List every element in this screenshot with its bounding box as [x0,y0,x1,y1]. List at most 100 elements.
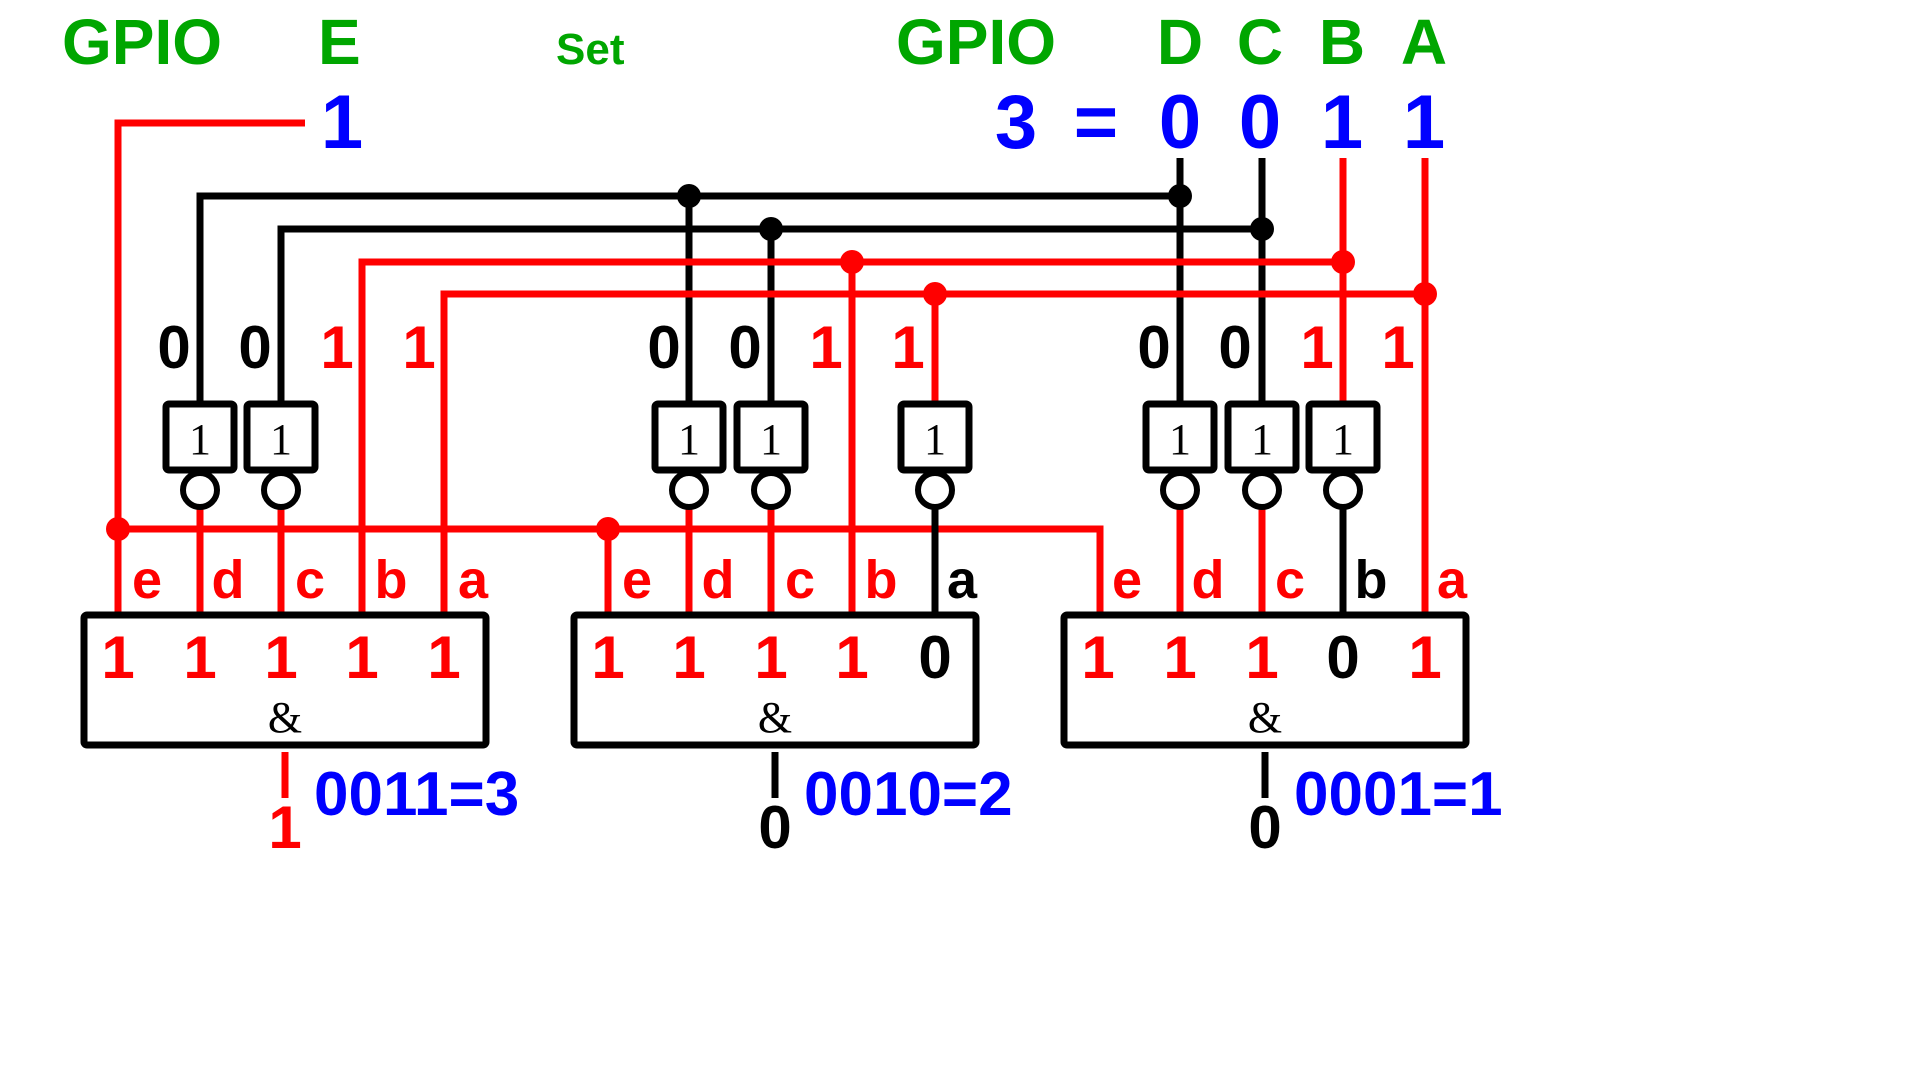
pin-label-c: c [785,550,815,610]
junction-dot [1331,250,1355,274]
input-value-a-2: 1 [891,314,924,381]
inverter-symbol: 1 [189,415,211,464]
gpio-letter-d: D [1157,6,1203,78]
bit-b: 1 [1321,80,1363,165]
inverter-bubble-icon [669,470,709,510]
junction-dot [596,517,620,541]
and-gate-box [570,611,980,749]
input-value-b-2: 1 [809,314,842,381]
inverter-d-3: 1 [162,400,238,510]
junction-dot [677,184,701,208]
pin-state-e: 1 [101,624,134,691]
pin-labels: e d c b a [1112,550,1468,610]
e-value: 1 [321,80,363,165]
set-label: Set [556,25,625,74]
gpio-letter-b: B [1319,6,1365,78]
pin-state-d: 1 [672,624,705,691]
pin-label-b: b [865,550,898,610]
inverter-c-1: 1 [1224,400,1300,510]
input-value-b-3: 1 [320,314,353,381]
output-value: 1 [268,794,301,861]
inverter-bubble-icon [915,470,955,510]
inverter-a-2: 1 [897,400,973,510]
pin-states: 1 1 1 0 1 [1081,624,1441,691]
inverter-c-3: 1 [243,400,319,510]
pin-label-e: e [132,550,162,610]
gpio-e-label: GPIO [62,6,222,78]
pin-labels: e d c b a [622,550,978,610]
input-value-d-3: 0 [157,314,190,381]
and-symbol: & [1248,693,1282,742]
inverter-symbol: 1 [1251,415,1273,464]
pin-state-d: 1 [1163,624,1196,691]
bus-wires [106,119,1437,612]
junction-dot [1250,217,1274,241]
pin-state-e: 1 [591,624,624,691]
input-value-c-3: 0 [238,314,271,381]
and-gate-box [80,611,490,749]
set-value-decimal: 3 [995,80,1037,165]
input-value-a-3: 1 [402,314,435,381]
input-value-d-1: 0 [1137,314,1170,381]
pin-state-b: 0 [1326,624,1359,691]
input-value-a-1: 1 [1381,314,1414,381]
header: GPIO E Set GPIO D C B A 1 3 = 0 0 1 1 [62,6,1447,165]
junction-dot [1413,282,1437,306]
decoder-code: 0001=1 [1294,760,1503,829]
inverter-bubble-icon [1242,470,1282,510]
pin-state-b: 1 [345,624,378,691]
pin-label-d: d [702,550,735,610]
input-value-c-1: 0 [1218,314,1251,381]
pin-state-c: 1 [1245,624,1278,691]
pin-label-a: a [458,550,489,610]
wire-d-bus [196,192,1180,402]
input-value-b-1: 1 [1300,314,1333,381]
pin-label-e: e [1112,550,1142,610]
pin-label-a: a [1437,550,1468,610]
pin-label-d: d [212,550,245,610]
input-value-labels: 0 0 1 1 0 0 1 1 0 0 1 1 [157,314,1414,381]
pin-label-c: c [1275,550,1305,610]
decoder-code: 0010=2 [804,760,1013,829]
inverters: 1 1 1 1 1 1 1 [162,400,1381,510]
pin-state-b: 1 [835,624,868,691]
inverter-bubble-icon [1323,470,1363,510]
pin-states: 1 1 1 1 0 [591,624,951,691]
pin-label-a: a [947,550,978,610]
wire-a-bus [440,290,1425,612]
inverter-symbol: 1 [270,415,292,464]
decoder-3: e d c b a 1 1 1 1 1 & 1 0011=3 [80,550,519,861]
bit-a: 1 [1403,80,1445,165]
inverter-b-1: 1 [1305,400,1381,510]
inverter-symbol: 1 [1332,415,1354,464]
gpio-letter-a: A [1401,6,1447,78]
pin-label-e: e [622,550,652,610]
inverter-d-2: 1 [651,400,727,510]
pin-state-e: 1 [1081,624,1114,691]
bit-d: 0 [1159,80,1201,165]
decoder-2: e d c b a 1 1 1 1 0 & 0 0010=2 [570,550,1013,861]
and-symbol: & [758,693,792,742]
junction-dot [106,517,130,541]
set-value-equals: = [1074,80,1118,165]
gpio-e-letter: E [318,6,361,78]
decoder-1: e d c b a 1 1 1 0 1 & 0 0001=1 [1060,550,1503,861]
inverter-c-2: 1 [733,400,809,510]
inverter-bubble-icon [1160,470,1200,510]
output-value: 0 [758,794,791,861]
inverter-d-1: 1 [1142,400,1218,510]
gpio-dcba-label: GPIO [896,6,1056,78]
pin-label-b: b [1355,550,1388,610]
inverter-bubble-icon [751,470,791,510]
bit-c: 0 [1239,80,1281,165]
junction-dot [1168,184,1192,208]
decoder-code: 0011=3 [314,760,519,829]
inverter-symbol: 1 [1169,415,1191,464]
gpio-letter-c: C [1237,6,1283,78]
pin-state-c: 1 [264,624,297,691]
and-gate-box [1060,611,1470,749]
pin-labels: e d c b a [132,550,489,610]
junction-dot [840,250,864,274]
inverter-symbol: 1 [760,415,782,464]
